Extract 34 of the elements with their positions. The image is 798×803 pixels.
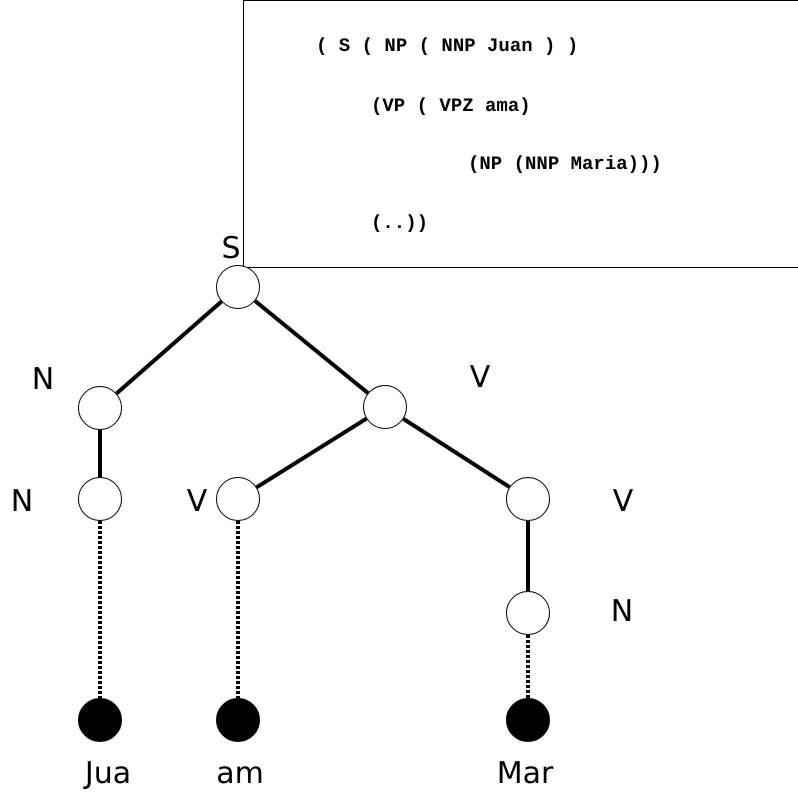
tree-node-circle bbox=[78, 386, 122, 430]
word-label: am bbox=[216, 759, 264, 789]
tree-node-circle bbox=[506, 591, 550, 635]
dotted-line bbox=[526, 635, 530, 698]
word-label: Jua bbox=[84, 759, 132, 789]
category-label: N bbox=[10, 487, 34, 517]
category-label: S bbox=[221, 234, 241, 264]
leaf-node-dot bbox=[506, 698, 550, 742]
dotted-line bbox=[98, 521, 102, 698]
tree-node-circle bbox=[363, 385, 407, 429]
code-box bbox=[243, 0, 798, 268]
code-line: (..)) bbox=[371, 214, 428, 233]
category-label: N bbox=[32, 365, 54, 395]
category-label: V bbox=[612, 487, 634, 517]
code-line: (NP (NNP Maria))) bbox=[468, 155, 662, 174]
tree-edge bbox=[254, 299, 370, 395]
code-line: (VP ( VPZ ama) bbox=[371, 97, 531, 116]
leaf-node-dot bbox=[78, 698, 122, 742]
leaf-node-dot bbox=[216, 698, 260, 742]
tree-node-circle bbox=[506, 477, 550, 521]
category-label: V bbox=[186, 487, 208, 517]
tree-node-circle bbox=[216, 477, 260, 521]
code-line: ( S ( NP ( NNP Juan ) ) bbox=[316, 37, 578, 56]
tree-edge bbox=[402, 417, 511, 489]
tree-edge bbox=[256, 416, 368, 490]
tree-edge bbox=[98, 430, 102, 477]
tree-node-circle bbox=[216, 265, 260, 309]
category-label: V bbox=[470, 363, 490, 393]
dotted-line bbox=[236, 521, 240, 698]
tree-edge bbox=[526, 521, 530, 591]
category-label: N bbox=[610, 597, 634, 627]
tree-edge bbox=[115, 300, 223, 395]
tree-node-circle bbox=[78, 477, 122, 521]
word-label: Mar bbox=[496, 759, 554, 789]
